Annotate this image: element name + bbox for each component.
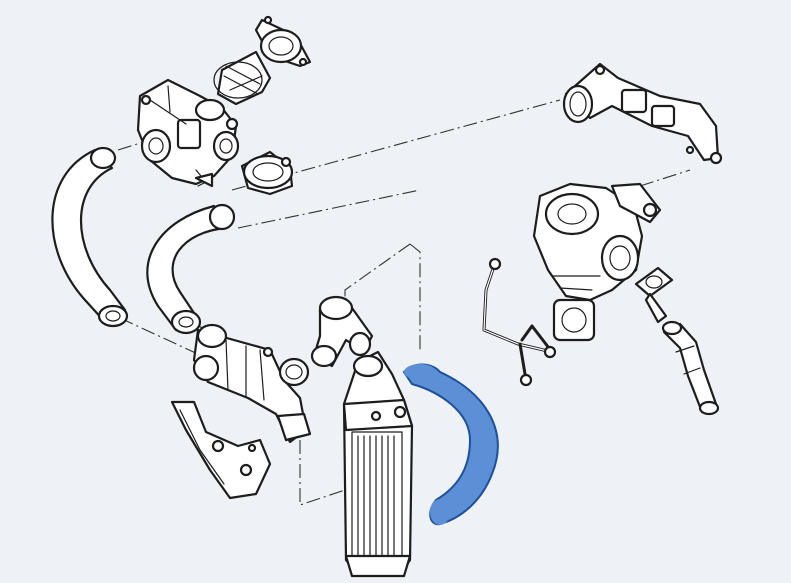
turbo-oil-return-hose[interactable] xyxy=(661,320,720,416)
upper-intercooler-hose[interactable] xyxy=(146,203,236,335)
turbo-oil-feed-pipe[interactable] xyxy=(482,257,557,387)
intercooler-elbow[interactable] xyxy=(310,295,374,368)
turbocharger[interactable] xyxy=(532,182,662,342)
throttle-to-intercooler-hose[interactable] xyxy=(51,146,129,328)
air-filter-outlet-pipe[interactable] xyxy=(562,62,723,165)
throttle-inlet-sleeve[interactable] xyxy=(240,150,294,196)
air-intake-flange[interactable] xyxy=(254,15,312,68)
charge-air-pipe[interactable] xyxy=(192,323,312,444)
intercooler-outlet-hose[interactable] xyxy=(402,363,499,526)
intake-hose-coupling[interactable] xyxy=(213,50,272,106)
throttle-body[interactable] xyxy=(136,78,240,188)
turbo-oil-return-flange[interactable] xyxy=(634,266,674,324)
intercooler[interactable] xyxy=(342,350,414,578)
mounting-bracket[interactable] xyxy=(170,400,272,500)
